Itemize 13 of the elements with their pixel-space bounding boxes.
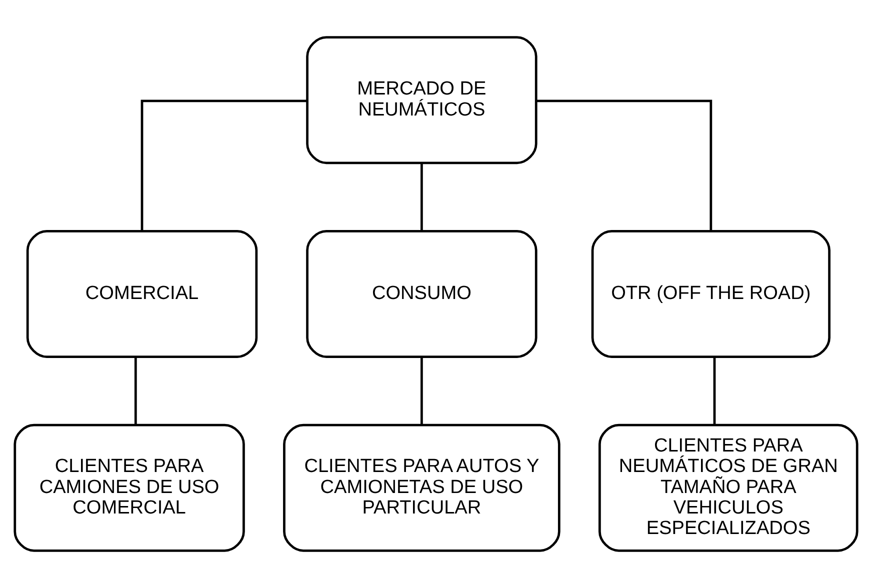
node-box: CLIENTES PARA AUTOS Y CAMIONETAS DE USO PARTICULAR: [283, 424, 560, 552]
node-box: CLIENTES PARA NEUMÁTICOS DE GRAN TAMAÑO PARA VEHICULOS ESPECIALIZADOS: [598, 424, 858, 552]
node-box: MERCADO DE NEUMÁTICOS: [306, 36, 538, 164]
node-box: COMERCIAL: [26, 230, 258, 358]
node-box: CLIENTES PARA CAMIONES DE USO COMERCIAL: [14, 424, 245, 552]
connector: [140, 100, 308, 231]
connector: [713, 356, 716, 425]
node-box: CONSUMO: [306, 230, 538, 358]
connector: [536, 100, 712, 231]
node-box: OTR (OFF THE ROAD): [591, 230, 830, 358]
connector: [134, 356, 137, 425]
connector: [420, 356, 423, 425]
connector: [420, 163, 423, 231]
